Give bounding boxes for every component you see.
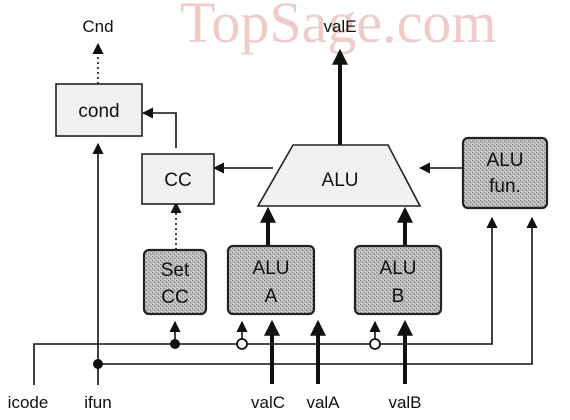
vala-signal-label: valA bbox=[306, 393, 340, 412]
alu-b-label-line2: B bbox=[392, 286, 405, 307]
alu-b-label-line1: ALU bbox=[380, 258, 417, 279]
junction-ring bbox=[369, 338, 381, 350]
ifun-signal-label: ifun bbox=[84, 393, 111, 412]
cc-block: CC bbox=[141, 153, 215, 205]
alu-fun-label-line1: ALU bbox=[487, 150, 524, 171]
alu-label: ALU bbox=[322, 170, 359, 191]
svg-text:ALU: ALU bbox=[487, 150, 524, 171]
valc-signal-label: valC bbox=[251, 393, 285, 412]
alu-a-label-line2: A bbox=[265, 286, 278, 307]
ifun-branch-wire bbox=[98, 216, 538, 365]
svg-text:CC: CC bbox=[161, 287, 188, 308]
svg-text:ALU: ALU bbox=[253, 258, 290, 279]
junction-dot bbox=[170, 339, 180, 349]
alu-a-block: ALU A bbox=[226, 244, 316, 316]
junction-dot bbox=[93, 359, 103, 369]
valb-signal-label: valB bbox=[388, 393, 421, 412]
svg-text:A: A bbox=[265, 286, 278, 307]
watermark: TopSage.com bbox=[180, 0, 496, 55]
icode-signal-label: icode bbox=[8, 393, 49, 412]
cc-to-cond-wire bbox=[141, 107, 177, 148]
svg-text:fun.: fun. bbox=[489, 176, 521, 197]
alu-fun-block: ALU fun. bbox=[461, 136, 549, 210]
cnd-signal-label: Cnd bbox=[82, 17, 113, 36]
alu-a-label-line1: ALU bbox=[253, 258, 290, 279]
set-cc-label-line2: CC bbox=[161, 287, 188, 308]
set-cc-block: Set CC bbox=[142, 248, 208, 316]
svg-text:ALU: ALU bbox=[380, 258, 417, 279]
cond-block: cond bbox=[55, 83, 143, 137]
cc-label: CC bbox=[164, 170, 191, 191]
alu-block: ALU bbox=[256, 144, 422, 207]
alu-b-block: ALU B bbox=[353, 244, 443, 316]
set-cc-label-line1: Set bbox=[161, 260, 190, 281]
alu-fun-label-line2: fun. bbox=[489, 176, 521, 197]
vale-signal-label: valE bbox=[323, 17, 356, 36]
svg-text:B: B bbox=[392, 286, 405, 307]
cond-label: cond bbox=[78, 101, 119, 122]
icode-wire bbox=[33, 216, 498, 385]
junction-ring bbox=[236, 338, 248, 350]
svg-text:Set: Set bbox=[161, 260, 190, 281]
